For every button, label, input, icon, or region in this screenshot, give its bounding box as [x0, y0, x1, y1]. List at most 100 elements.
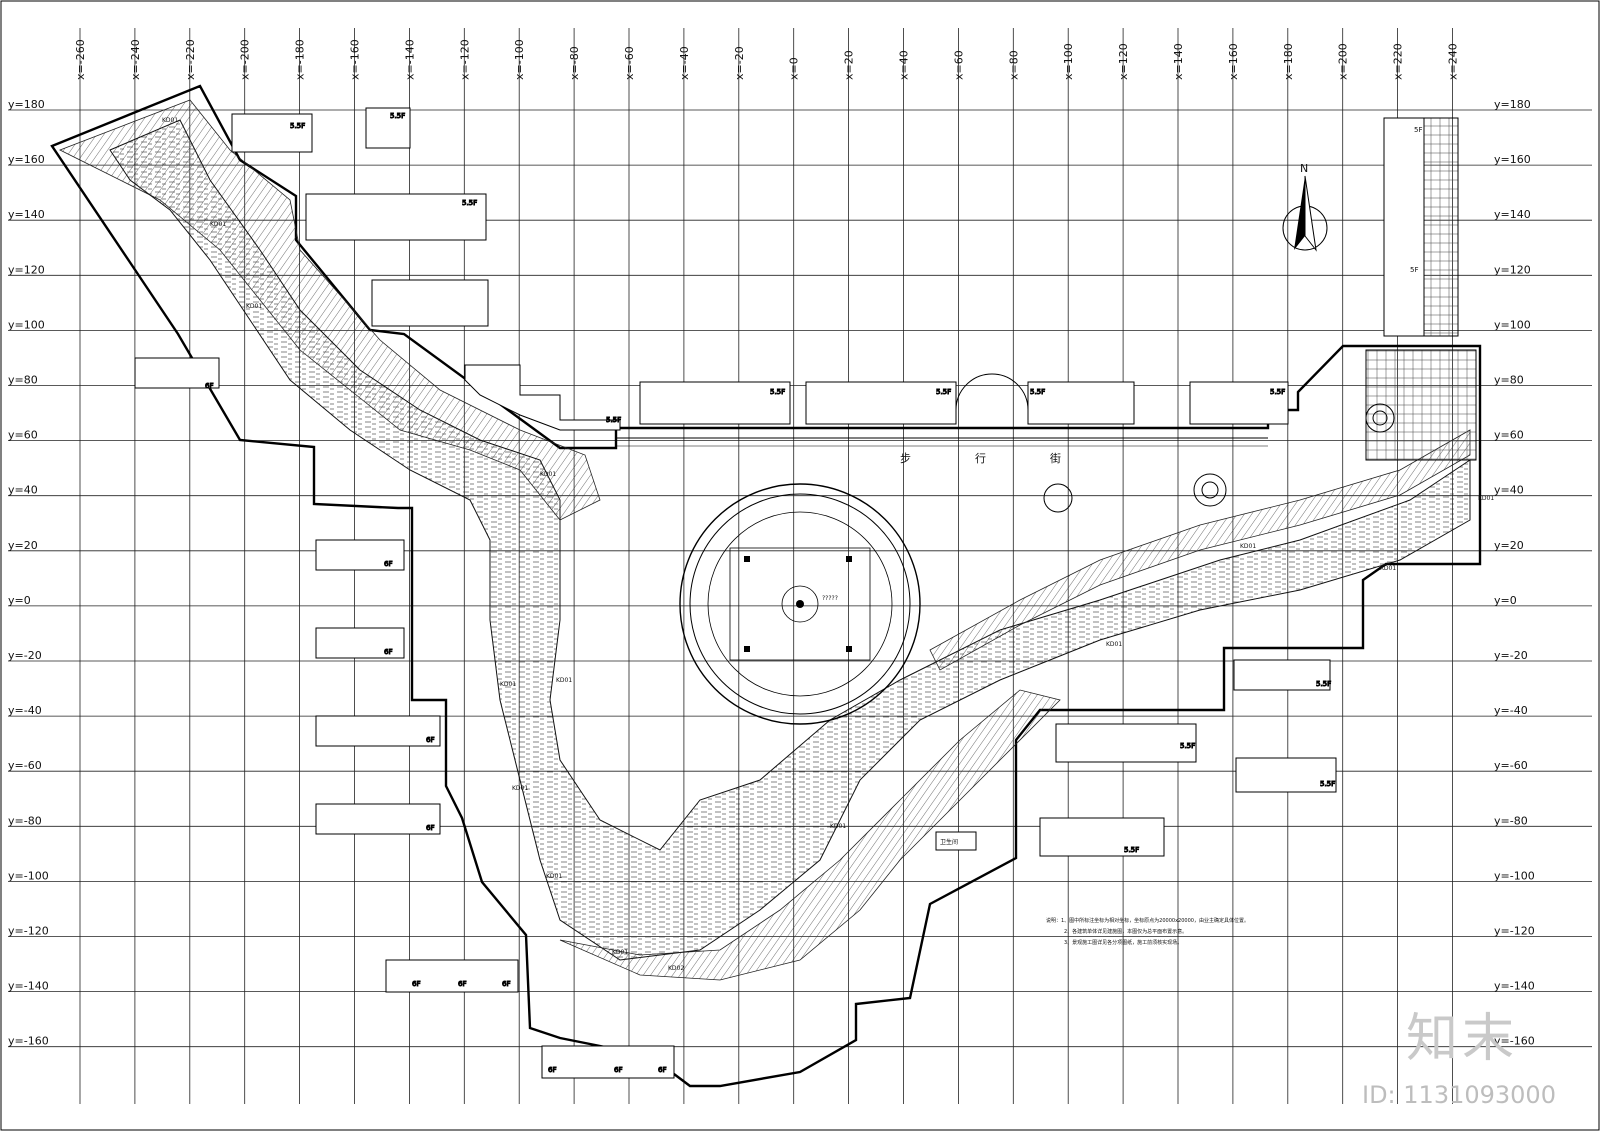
x-axis-label: x=-40: [678, 46, 691, 80]
code-5: KD01: [500, 681, 516, 688]
x-axis-label: x=160: [1227, 43, 1240, 80]
street-char-2: 行: [975, 452, 986, 465]
note-3: 3、景观施工图详见各分项图纸，施工前须核实现场。: [1064, 939, 1182, 946]
bldg-west-4-label: 6F: [426, 824, 434, 832]
x-axis-label: x=-180: [294, 39, 307, 80]
y-axis-label-right: y=-40: [1494, 704, 1528, 717]
code-10: KD01: [830, 823, 846, 830]
x-axis-label: x=-160: [349, 39, 362, 80]
y-axis-label-left: y=40: [8, 484, 38, 497]
bldg-west-1-label: 6F: [384, 560, 392, 568]
y-axis-label-right: y=20: [1494, 539, 1524, 552]
x-axis-label: x=240: [1447, 43, 1460, 80]
bldg-south-b3: 6F: [658, 1066, 666, 1074]
x-axis-label: x=-240: [129, 39, 142, 80]
bldg-row2-label: 5.5F: [936, 388, 951, 396]
y-axis-label-right: y=0: [1494, 594, 1517, 607]
bldg-se-3: 5.5F: [1320, 780, 1335, 788]
design-notes: 说明：1、图中所标注坐标为相对坐标，坐标原点为20000x20000，由业主确定…: [1046, 917, 1249, 946]
x-axis-label: x=120: [1117, 43, 1130, 80]
code-15: KD01: [1478, 495, 1494, 502]
y-axis-label-left: y=-120: [8, 925, 49, 938]
building-cluster-top: 5.5F 5.5F 5.5F 6F: [134, 107, 489, 391]
code-1: KD01: [162, 117, 178, 124]
bldg-tower-top: 5F: [1414, 126, 1422, 134]
y-axis-label-left: y=60: [8, 429, 38, 442]
y-axis-label-right: y=-100: [1494, 869, 1535, 882]
x-axis-label: x=-100: [513, 39, 526, 80]
y-axis-label-right: y=-60: [1494, 759, 1528, 772]
bldg-left-label: 6F: [205, 382, 213, 390]
bldg-row3-label: 5.5F: [1030, 388, 1045, 396]
plaza-label: ?????: [822, 595, 838, 602]
code-4: KD01: [540, 471, 556, 478]
bldg-west-3-label: 6F: [426, 736, 434, 744]
code-13: KD02: [668, 965, 684, 972]
bldg-top-a-label: 5.5F: [290, 122, 305, 130]
bldg-south-a1: 6F: [412, 980, 420, 988]
y-axis-label-right: y=-120: [1494, 925, 1535, 938]
y-axis-label-right: y=-140: [1494, 980, 1535, 993]
north-arrow-icon: N: [1282, 162, 1328, 252]
y-axis-label-left: y=-20: [8, 649, 42, 662]
x-axis-label: x=60: [952, 50, 965, 80]
y-axis-label-right: y=-80: [1494, 814, 1528, 827]
bldg-south-b2: 6F: [614, 1066, 622, 1074]
feature-codes: KD01 KD01 KD01 KD01 KD01 KD01 KD01 KD01 …: [162, 117, 1494, 972]
code-12: KD01: [1240, 543, 1256, 550]
toilet-label: 卫生间: [940, 838, 958, 846]
x-axis-label: x=100: [1062, 43, 1075, 80]
code-3: KD01: [246, 303, 262, 310]
street-char-1: 步: [900, 452, 911, 465]
x-axis-label: x=-120: [458, 39, 471, 80]
x-axis-label: x=200: [1337, 43, 1350, 80]
note-1: 说明：1、图中所标注坐标为相对坐标，坐标原点为20000x20000，由业主确定…: [1046, 917, 1249, 924]
x-axis-label: x=80: [1007, 50, 1020, 80]
x-axis-label: x=40: [898, 50, 911, 80]
x-axis-label: x=-20: [733, 46, 746, 80]
bldg-west-2-label: 6F: [384, 648, 392, 656]
bldg-se-1: 5.5F: [1316, 680, 1331, 688]
y-axis-label-right: y=-160: [1494, 1035, 1535, 1048]
building-terraces-southeast: 5.5F 5.5F 5.5F 5.5F: [1039, 659, 1337, 857]
bldg-south-a2: 6F: [458, 980, 466, 988]
y-axis-label-right: y=120: [1494, 263, 1531, 276]
y-axis-label-left: y=-100: [8, 869, 49, 882]
y-axis-label-right: y=100: [1494, 318, 1531, 331]
x-axis-label: x=-80: [568, 46, 581, 80]
x-axis-label: x=220: [1392, 43, 1405, 80]
east-square: 5F 5F: [1043, 117, 1477, 513]
watermark-logo: 知末: [1406, 1009, 1519, 1069]
building-row-south: 6F 6F 6F 6F 6F 6F: [385, 959, 675, 1079]
central-plaza: ?????: [679, 483, 921, 725]
toilet-block: 卫生间: [935, 831, 977, 851]
y-axis-label-right: y=60: [1494, 429, 1524, 442]
y-axis-label-left: y=140: [8, 208, 45, 221]
watermark-id: ID: 1131093000: [1362, 1081, 1556, 1109]
bldg-tower-mid: 5F: [1410, 266, 1418, 274]
x-axis-label: x=-60: [623, 46, 636, 80]
y-axis-label-left: y=100: [8, 318, 45, 331]
x-axis-label: x=-260: [74, 39, 87, 80]
code-14: KD01: [1380, 565, 1396, 572]
bldg-diag-label: 5.5F: [606, 416, 621, 424]
y-axis-label-left: y=80: [8, 374, 38, 387]
x-axis-label: x=180: [1282, 43, 1295, 80]
bldg-south-b1: 6F: [548, 1066, 556, 1074]
pedestrian-street: 步 行 街: [616, 437, 1268, 465]
code-11: KD01: [1106, 641, 1122, 648]
code-2: KD01: [210, 221, 226, 228]
site-boundary: [50, 84, 1482, 1088]
y-axis-label-left: y=120: [8, 263, 45, 276]
bldg-row4-label: 5.5F: [1270, 388, 1285, 396]
bldg-se-4: 5.5F: [1124, 846, 1139, 854]
y-axis-label-right: y=180: [1494, 98, 1531, 111]
y-axis-label-right: y=140: [1494, 208, 1531, 221]
y-axis-label-left: y=-80: [8, 814, 42, 827]
bldg-se-2: 5.5F: [1180, 742, 1195, 750]
slope-lower: [559, 689, 1061, 981]
y-axis-label-left: y=-60: [8, 759, 42, 772]
bldg-top-c-label: 5.5F: [462, 199, 477, 207]
x-axis-label: x=-220: [184, 39, 197, 80]
